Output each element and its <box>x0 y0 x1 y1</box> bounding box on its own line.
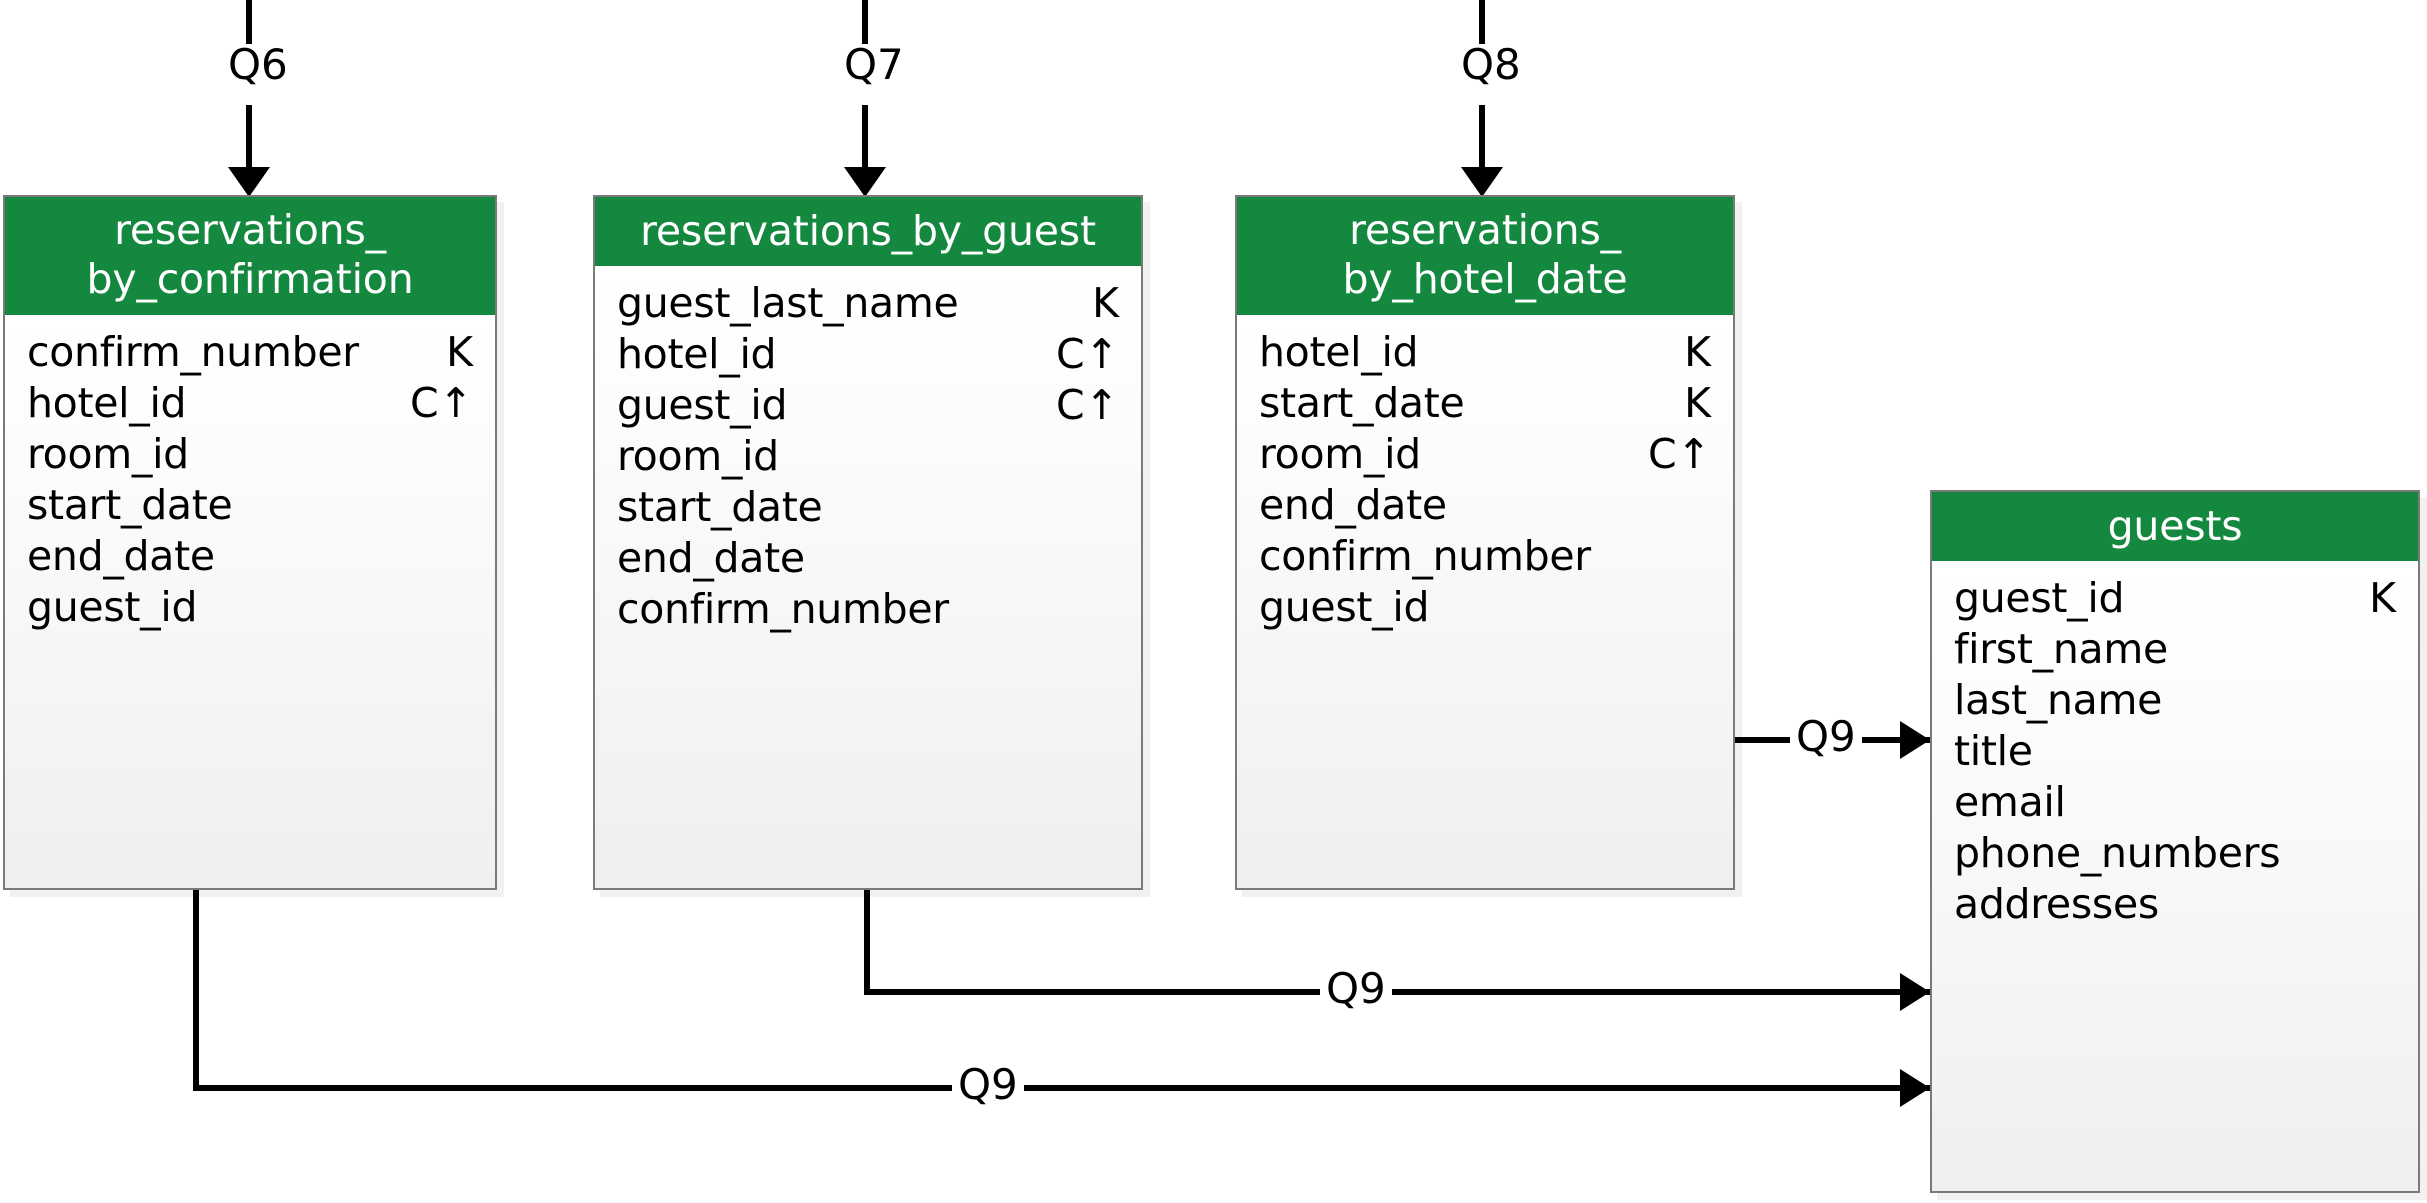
column-name: end_date <box>617 534 805 582</box>
q7-edge-label: Q7 <box>838 44 910 86</box>
column-name: email <box>1954 778 2066 826</box>
table-row: confirm_number <box>1237 533 1733 584</box>
column-key-marker: K <box>1684 379 1711 427</box>
q9-guest-line-vertical <box>864 888 870 995</box>
q7-arrowhead-icon <box>844 167 886 197</box>
column-name: room_id <box>1259 430 1421 478</box>
table-reservations-by-confirmation[interactable]: reservations_ by_confirmation confirm_nu… <box>3 195 497 890</box>
column-key-marker: C↑ <box>1056 330 1119 378</box>
column-key-marker: K <box>2369 574 2396 622</box>
q7-edge-line-upper <box>862 0 868 62</box>
column-name: guest_last_name <box>617 279 959 327</box>
q9-hotel-date-label: Q9 <box>1790 716 1862 758</box>
q6-edge-line-upper <box>246 0 252 62</box>
column-name: guest_id <box>1954 574 2125 622</box>
column-name: guest_id <box>617 381 788 429</box>
q9-confirmation-line-horizontal <box>193 1085 1935 1091</box>
q8-edge-label: Q8 <box>1455 44 1527 86</box>
table-row: hotel_id K <box>1237 329 1733 380</box>
column-name: room_id <box>617 432 779 480</box>
column-name: end_date <box>1259 481 1447 529</box>
table-title-reservations-by-hotel-date: reservations_ by_hotel_date <box>1237 197 1733 315</box>
table-title-reservations-by-confirmation: reservations_ by_confirmation <box>5 197 495 315</box>
column-name: end_date <box>27 532 215 580</box>
table-row: guest_id K <box>1932 575 2418 626</box>
column-name: start_date <box>27 481 233 529</box>
q6-edge-line-lower <box>246 105 252 170</box>
table-row: room_id <box>595 433 1141 484</box>
table-row: guest_id <box>5 584 495 635</box>
table-row: start_date <box>595 484 1141 535</box>
q8-edge-line-upper <box>1479 0 1485 62</box>
q6-arrowhead-icon <box>228 167 270 197</box>
q6-edge-label: Q6 <box>222 44 294 86</box>
column-name: hotel_id <box>617 330 777 378</box>
table-row: title <box>1932 728 2418 779</box>
q8-edge-line-lower <box>1479 105 1485 170</box>
table-row: room_id C↑ <box>1237 431 1733 482</box>
table-title-guests: guests <box>1932 492 2418 561</box>
table-title-reservations-by-guest: reservations_by_guest <box>595 197 1141 266</box>
column-name: phone_numbers <box>1954 829 2281 877</box>
table-row: start_date K <box>1237 380 1733 431</box>
column-name: confirm_number <box>617 585 949 633</box>
column-name: hotel_id <box>27 379 187 427</box>
table-row: confirm_number <box>595 586 1141 637</box>
q9-confirmation-arrowhead-icon <box>1900 1069 1930 1107</box>
q9-confirmation-label: Q9 <box>952 1064 1024 1106</box>
table-row: end_date <box>595 535 1141 586</box>
column-name: first_name <box>1954 625 2168 673</box>
column-key-marker: K <box>1092 279 1119 327</box>
column-name: title <box>1954 727 2033 775</box>
table-row: start_date <box>5 482 495 533</box>
q9-guest-arrowhead-icon <box>1900 973 1930 1011</box>
table-row: email <box>1932 779 2418 830</box>
table-guests[interactable]: guests guest_id K first_name last_name t… <box>1930 490 2420 1193</box>
table-row: last_name <box>1932 677 2418 728</box>
column-name: confirm_number <box>1259 532 1591 580</box>
table-row: hotel_id C↑ <box>5 380 495 431</box>
table-row: first_name <box>1932 626 2418 677</box>
column-name: confirm_number <box>27 328 359 376</box>
table-row: end_date <box>5 533 495 584</box>
column-key-marker: K <box>1684 328 1711 376</box>
table-row: guest_id C↑ <box>595 382 1141 433</box>
column-name: guest_id <box>27 583 198 631</box>
table-row: hotel_id C↑ <box>595 331 1141 382</box>
q8-arrowhead-icon <box>1461 167 1503 197</box>
table-row: confirm_number K <box>5 329 495 380</box>
table-columns-reservations-by-confirmation: confirm_number K hotel_id C↑ room_id sta… <box>5 315 495 888</box>
table-columns-reservations-by-hotel-date: hotel_id K start_date K room_id C↑ end_d… <box>1237 315 1733 888</box>
table-row: addresses <box>1932 881 2418 932</box>
table-reservations-by-hotel-date[interactable]: reservations_ by_hotel_date hotel_id K s… <box>1235 195 1735 890</box>
column-key-marker: C↑ <box>1056 381 1119 429</box>
table-row: guest_last_name K <box>595 280 1141 331</box>
table-row: end_date <box>1237 482 1733 533</box>
q9-guest-line-horizontal <box>864 989 1935 995</box>
q9-confirmation-line-vertical <box>193 888 199 1091</box>
column-name: room_id <box>27 430 189 478</box>
column-name: guest_id <box>1259 583 1430 631</box>
column-name: start_date <box>617 483 823 531</box>
column-key-marker: C↑ <box>410 379 473 427</box>
q7-edge-line-lower <box>862 105 868 170</box>
column-name: addresses <box>1954 880 2159 928</box>
column-key-marker: K <box>446 328 473 376</box>
table-reservations-by-guest[interactable]: reservations_by_guest guest_last_name K … <box>593 195 1143 890</box>
column-key-marker: C↑ <box>1648 430 1711 478</box>
table-row: room_id <box>5 431 495 482</box>
column-name: start_date <box>1259 379 1465 427</box>
table-columns-guests: guest_id K first_name last_name title em… <box>1932 561 2418 1191</box>
q9-hotel-date-arrowhead-icon <box>1900 721 1930 759</box>
table-columns-reservations-by-guest: guest_last_name K hotel_id C↑ guest_id C… <box>595 266 1141 888</box>
column-name: hotel_id <box>1259 328 1419 376</box>
q9-guest-label: Q9 <box>1320 968 1392 1010</box>
table-row: phone_numbers <box>1932 830 2418 881</box>
table-row: guest_id <box>1237 584 1733 635</box>
column-name: last_name <box>1954 676 2163 724</box>
